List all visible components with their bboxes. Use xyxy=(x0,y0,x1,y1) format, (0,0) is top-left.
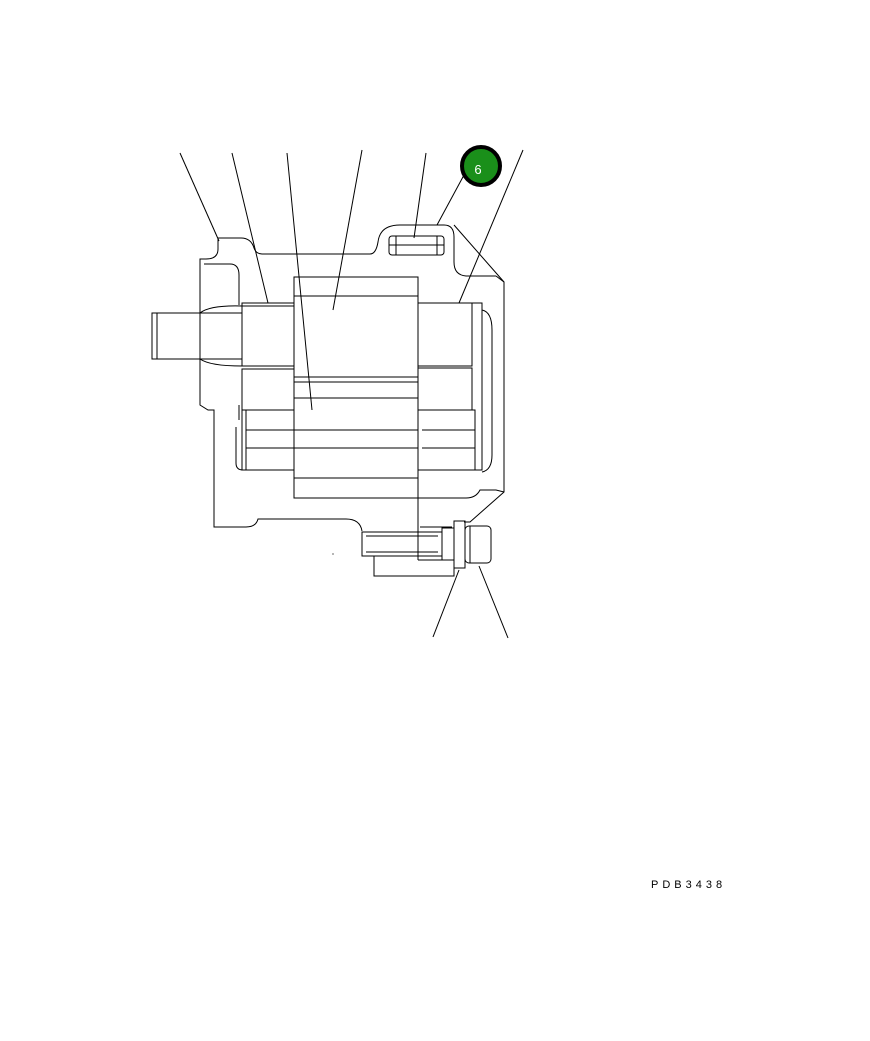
leader-line-9 xyxy=(478,565,509,639)
leader-line-8 xyxy=(432,569,460,638)
callout-6[interactable]: 6 xyxy=(460,145,502,187)
leader-line-5 xyxy=(413,152,427,239)
leader-line-2 xyxy=(231,152,269,304)
drawing-code: PDB3438 xyxy=(651,879,727,891)
callout-label: 6 xyxy=(474,162,481,177)
leader-lines xyxy=(179,149,524,639)
leader-line-4 xyxy=(332,149,363,311)
leader-line-3 xyxy=(286,152,313,411)
rear-cover xyxy=(417,224,505,528)
callout-circle[interactable] xyxy=(460,145,502,187)
housing-body xyxy=(199,224,496,532)
drive-shaft-section xyxy=(241,302,295,411)
leader-line-6 xyxy=(436,174,465,226)
leader-line-1 xyxy=(179,152,220,242)
bolt-assembly xyxy=(361,520,492,577)
gear-case xyxy=(293,276,419,560)
leader-line-7 xyxy=(458,149,524,304)
driven-gear xyxy=(241,409,295,471)
input-shaft xyxy=(151,305,243,367)
stray-dot xyxy=(332,553,334,555)
dowel-pin xyxy=(388,235,445,256)
